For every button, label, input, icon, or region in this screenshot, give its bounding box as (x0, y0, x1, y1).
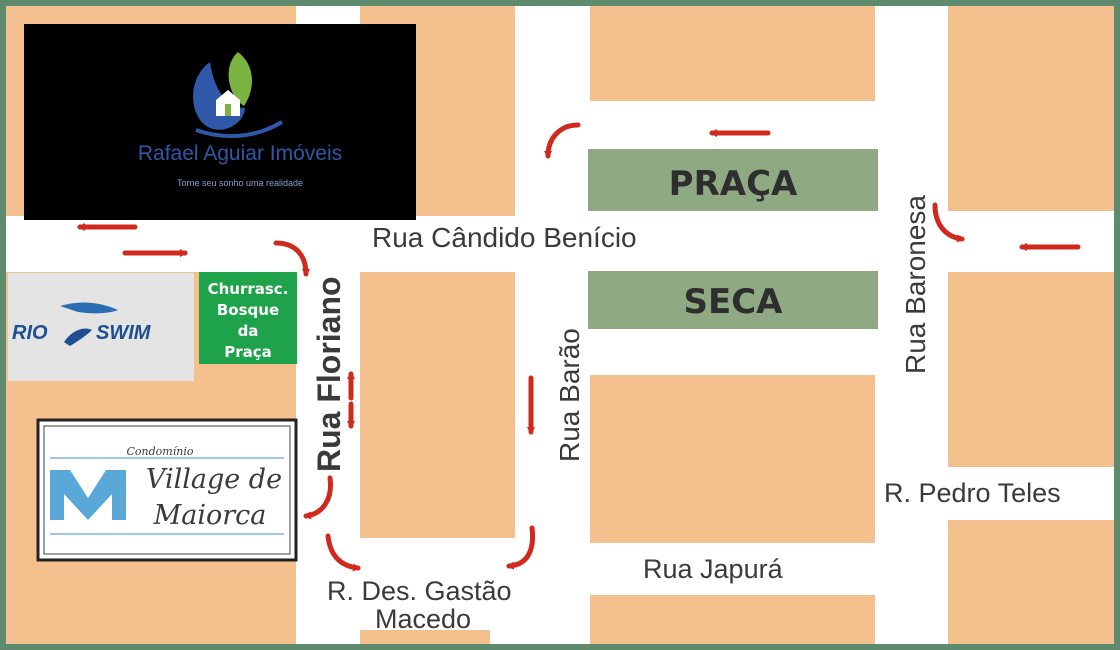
street-label-pedro-teles: R. Pedro Teles (884, 478, 1061, 508)
village-line1: Village de (146, 464, 282, 495)
churrascaria-sign: Churrasc. Bosque da Praça (199, 272, 297, 364)
churrascaria-line: Churrasc. (208, 280, 289, 298)
street-label-barao: Rua Barão (554, 328, 585, 462)
block (948, 520, 1114, 644)
village-line2: Maiorca (153, 500, 267, 531)
street-label-floriano: Rua Floriano (311, 276, 347, 472)
churrascaria-line: Praça (224, 343, 272, 361)
churrascaria-background (199, 272, 297, 364)
arrow-curve-icon (273, 240, 310, 277)
square-label-seca: SECA (684, 282, 784, 322)
village-m-icon (50, 470, 126, 520)
leaf-green-icon (228, 52, 252, 106)
arrow-curve-icon (506, 525, 536, 570)
block (360, 272, 515, 538)
street-label-japura: Rua Japurá (643, 554, 784, 584)
block (590, 595, 875, 644)
rio-swim-background (8, 273, 194, 381)
village-inner-frame (43, 425, 291, 555)
house-icon (216, 90, 240, 116)
block (948, 272, 1114, 467)
logo-name: Rafael Aguiar Imóveis (138, 142, 342, 165)
rio-swim-text-left: RIO (12, 322, 48, 344)
street-label-candido-benicio: Rua Cândido Benício (372, 222, 637, 253)
street-label-gastao-line1: R. Des. Gastão (327, 576, 512, 606)
house-door-icon (225, 104, 231, 116)
arrow-curve-icon (544, 122, 581, 159)
traffic-arrows (77, 122, 1081, 572)
swimmer-icon (60, 302, 118, 314)
street-label-gastao-line2: Macedo (375, 604, 471, 634)
arrow-curve-icon (325, 533, 361, 572)
block (948, 6, 1114, 211)
arrow-curve-icon (303, 475, 333, 520)
arrow-curve-icon (932, 202, 965, 243)
village-maiorca-sign: Condomínio Village de Maiorca (36, 418, 298, 562)
block (590, 375, 875, 543)
rio-swim-sign: RIO SWIM (8, 273, 194, 381)
square-praca (588, 149, 878, 211)
swim-wave-icon (64, 328, 92, 346)
square-label-praca: PRAÇA (669, 164, 798, 204)
street-label-baronesa: Rua Baronesa (900, 195, 931, 374)
rio-swim-text-right: SWIM (96, 322, 152, 344)
village-top-line: Condomínio (127, 445, 194, 458)
block (360, 630, 490, 644)
logo-tagline: Torne seu sonho uma realidade (177, 178, 303, 188)
block (590, 6, 875, 101)
logo-rafael-aguiar: Rafael Aguiar Imóveis Torne seu sonho um… (24, 24, 416, 220)
square-seca (588, 271, 878, 329)
churrascaria-line: da (238, 322, 259, 340)
logo-swoosh-icon (195, 120, 284, 139)
churrascaria-line: Bosque (217, 301, 279, 319)
